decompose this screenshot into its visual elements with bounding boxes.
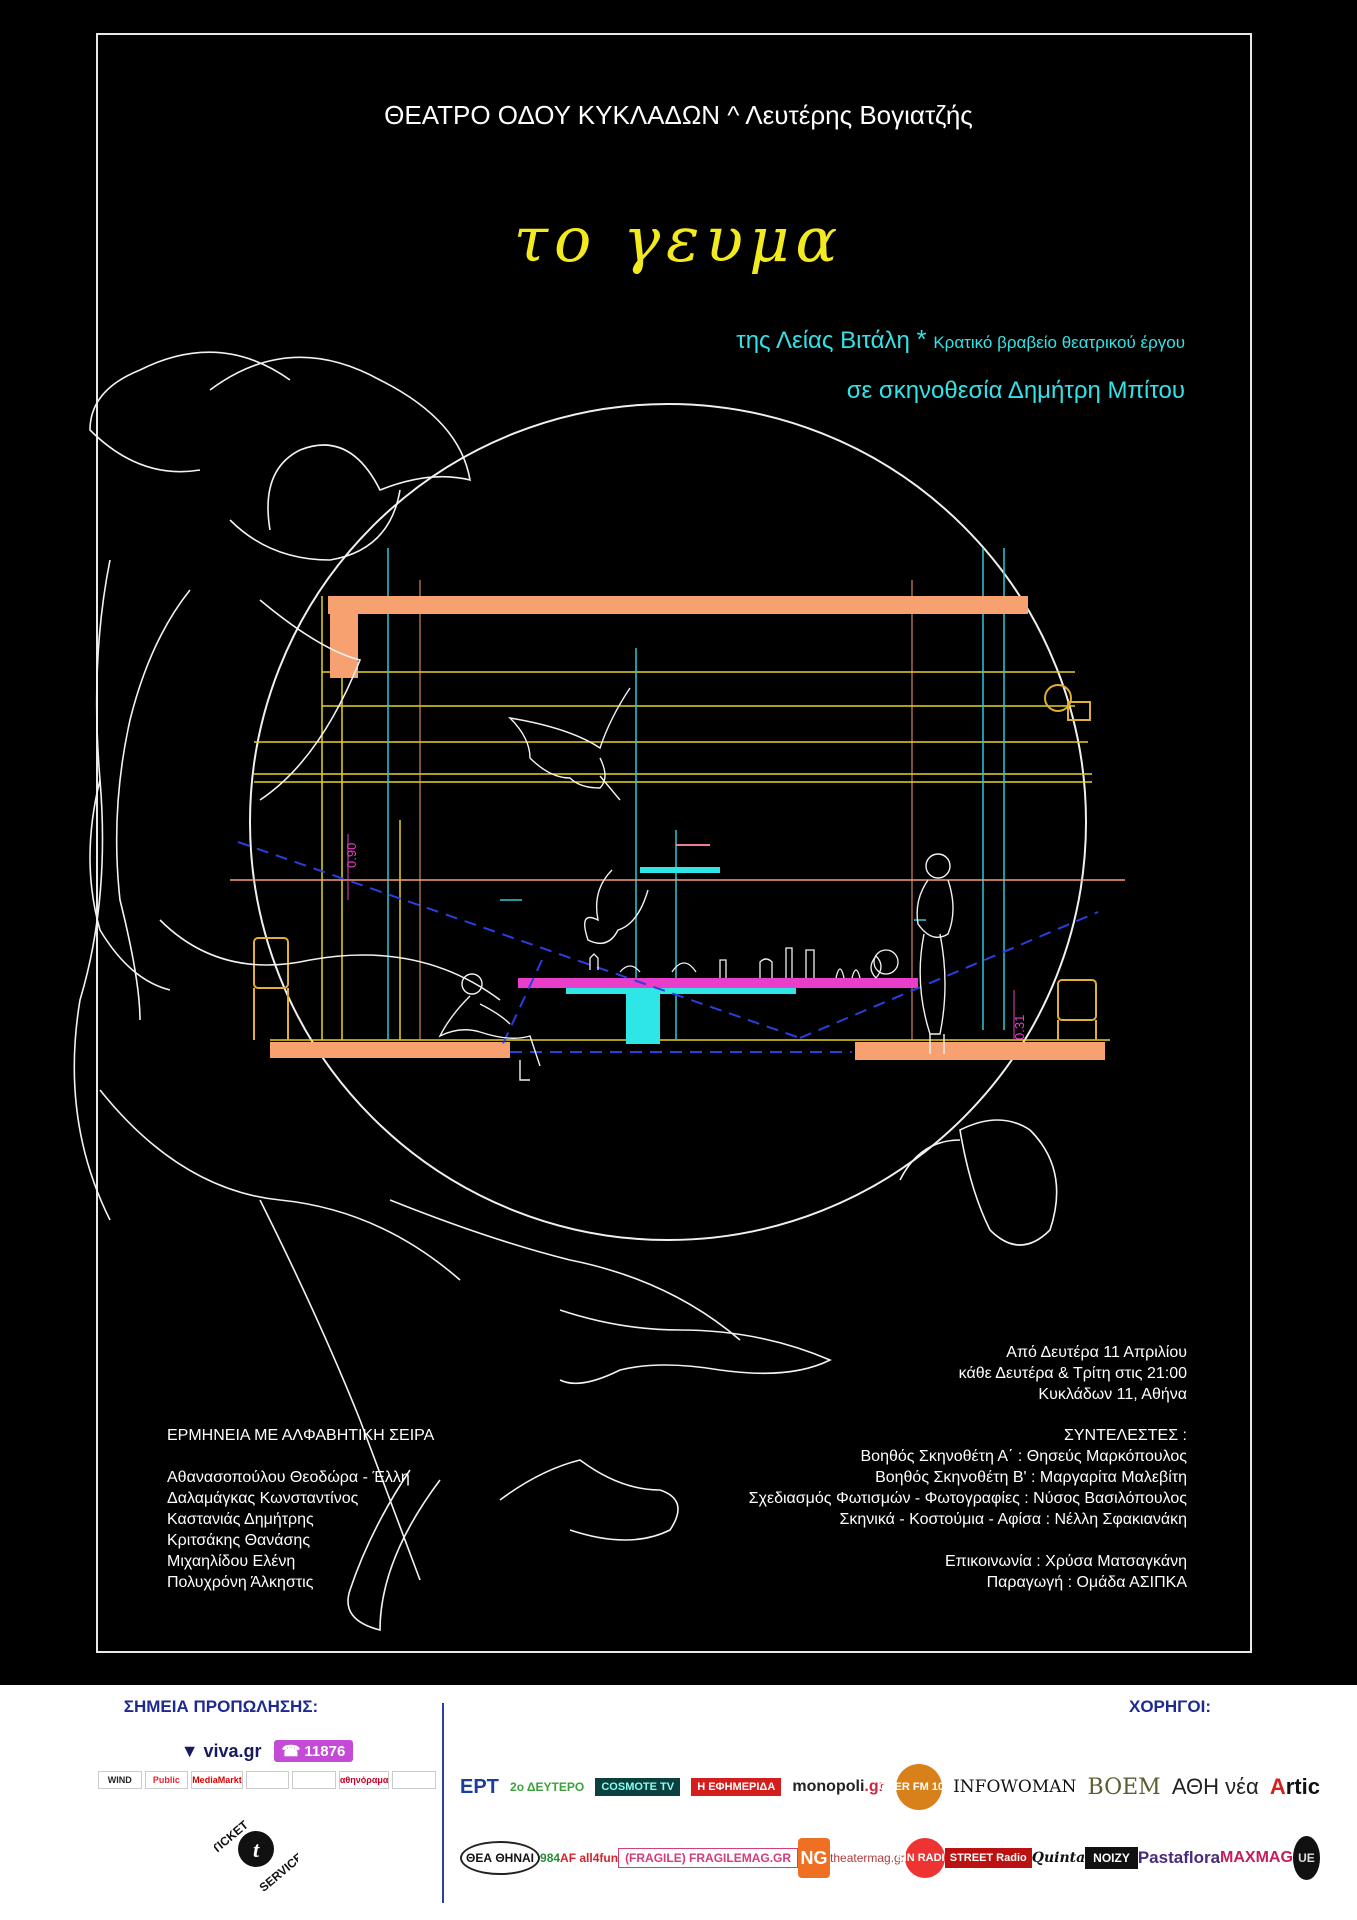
crew-line: Επικοινωνία : Χρύσα Ματσαγκάνη — [945, 1553, 1187, 1570]
footer: ΣΗΜΕΙΑ ΠΡΟΠΩΛΗΣΗΣ: ΧΟΡΗΓΟΙ: ▼ viva.gr ☎ … — [0, 1685, 1357, 1920]
stage-drawing: 0.90 0.31 — [73, 351, 1125, 1632]
sponsor-logo[interactable]: STREET Radio — [944, 1848, 1032, 1868]
schedule-line-3: Κυκλάδων 11, Αθήνα — [1038, 1386, 1187, 1403]
sponsor-logo[interactable]: NG — [798, 1838, 831, 1878]
sponsor-logo[interactable]: NOIZY — [1085, 1847, 1138, 1869]
crew-line: Σχεδιασμός Φωτισμών - Φωτογραφίες : Νύσο… — [748, 1490, 1187, 1507]
sponsor-logo[interactable]: (FRAGILE) FRAGILEMAG.GR — [618, 1848, 799, 1868]
top-beam — [328, 596, 1028, 614]
crew-line: Βοηθός Σκηνοθέτη Β' : Μαργαρίτα Μαλεβίτη — [875, 1469, 1187, 1486]
crew-line: Βοηθός Σκηνοθέτη Α΄ : Θησεύς Μαρκόπουλος — [860, 1448, 1188, 1465]
sponsor-logo[interactable]: ΘΕΑ ΘΗΝΑΙ — [460, 1841, 541, 1875]
vendor-viva[interactable]: ▼ viva.gr — [180, 1740, 262, 1761]
birds — [507, 687, 649, 944]
sponsor-logo[interactable]: INFOWOMAN — [953, 1777, 1077, 1797]
sponsor-logo[interactable]: theatermag.gr — [830, 1851, 905, 1865]
seated-man — [438, 973, 541, 1081]
stage-circle — [249, 403, 1087, 1241]
sponsors-row-2: ΘΕΑ ΘΗΝΑΙ 984 AF all4fun (FRAGILE) FRAGI… — [460, 1833, 1320, 1883]
vendor-logo[interactable]: WIND — [98, 1771, 142, 1789]
cast-member: Καστανιάς Δημήτρης — [167, 1511, 314, 1528]
theatre-name: ΘΕΑΤΡΟ ΟΔΟΥ ΚΥΚΛΑΔΩΝ ^ Λευτέρης Βογιατζή… — [384, 100, 973, 130]
sponsor-logo[interactable]: 2ο ΔΕΥΤΕΡΟ — [510, 1780, 585, 1794]
table-under — [566, 988, 796, 994]
presale-vendors: ▼ viva.gr ☎ 11876 WIND Public MediaMarkt… — [98, 1737, 437, 1789]
vendor-logo[interactable] — [392, 1771, 437, 1789]
sponsor-logo[interactable]: monopoli.gr — [792, 1778, 885, 1795]
poster: 0.90 0.31 — [73, 33, 1252, 1653]
sponsors-title: ΧΟΡΗΓΟΙ: — [1128, 1697, 1211, 1716]
figure-sketch — [73, 351, 1058, 1632]
schedule: Από Δευτέρα 11 Απριλίου κάθε Δευτέρα & Τ… — [959, 1342, 1187, 1405]
sponsor-logo[interactable]: Quinta — [1031, 1850, 1086, 1866]
vendor-logo[interactable]: MediaMarkt — [191, 1771, 243, 1789]
table-bottles — [589, 947, 899, 979]
floor-right — [855, 1042, 1105, 1060]
sponsor-logo[interactable]: Pastaflora — [1137, 1848, 1221, 1867]
cast-heading: ΕΡΜΗΝΕΙΑ ΜΕ ΑΛΦΑΒΗΤΙΚΗ ΣΕΙΡΑ — [167, 1427, 435, 1444]
lamp-bar — [640, 867, 720, 873]
perspective-lines — [237, 841, 1099, 1053]
sponsor-logo[interactable]: UE — [1292, 1836, 1320, 1880]
director-line: σε σκηνοθεσία Δημήτρη Μπίτου — [846, 377, 1185, 404]
svg-text:t: t — [253, 1837, 260, 1862]
table-top — [518, 978, 918, 988]
vendor-phone[interactable]: ☎ 11876 — [273, 1740, 354, 1762]
sponsor-logo[interactable]: 984 — [540, 1851, 561, 1865]
sponsor-logo[interactable]: ΑΘΗ νέα — [1171, 1774, 1259, 1799]
schedule-line-1: Από Δευτέρα 11 Απριλίου — [1006, 1344, 1187, 1361]
cyan-lines — [387, 548, 1005, 1040]
sponsor-logo[interactable]: MAXMAG — [1220, 1849, 1293, 1866]
dimension-right: 0.31 — [1012, 1015, 1027, 1040]
vendor-logo[interactable]: Public — [144, 1771, 189, 1789]
sponsor-logo[interactable]: COSMOTE TV — [595, 1778, 681, 1796]
crew-line: Σκηνικά - Κοστούμια - Αφίσα : Νέλλη Σφακ… — [839, 1511, 1187, 1528]
cast-member: Κριτσάκης Θανάσης — [167, 1532, 311, 1549]
schedule-line-2: κάθε Δευτέρα & Τρίτη στις 21:00 — [958, 1365, 1187, 1382]
play-title: το γευμα — [513, 203, 844, 276]
dimension-left: 0.90 — [344, 843, 359, 868]
top-beam-drop — [330, 598, 358, 678]
cast-member: Μιχαηλίδου Ελένη — [167, 1553, 296, 1570]
cast-member: Αθανασοπούλου Θεοδώρα - Έλλη — [167, 1469, 410, 1486]
sponsor-logo[interactable]: BOEM — [1087, 1774, 1161, 1800]
crew-heading: ΣΥΝΤΕΛΕΣΤΕΣ : — [1063, 1427, 1187, 1444]
vendor-logo[interactable]: αθηνόραμα — [338, 1771, 390, 1789]
sponsors-row-1: ΕΡΤ 2ο ΔΕΥΤΕΡΟ COSMOTE TV Η ΕΦΗΜΕΡΙΔΑ mo… — [460, 1764, 1320, 1810]
floor-left — [270, 1042, 510, 1058]
sponsor-logo[interactable]: OVER FM 104.9 — [879, 1764, 959, 1810]
rig-lines — [254, 596, 1110, 1041]
author-name: της Λείας Βιτάλη — [736, 327, 910, 354]
cast-list: ΕΡΜΗΝΕΙΑ ΜΕ ΑΛΦΑΒΗΤΙΚΗ ΣΕΙΡΑ Αθανασοπούλ… — [167, 1425, 434, 1593]
author-separator: * — [916, 324, 927, 354]
cast-member: Πολυχρόνη Άλκηστις — [167, 1574, 314, 1591]
cast-member: Δαλαμάγκας Κωνσταντίνος — [167, 1490, 359, 1507]
award-text: Κρατικό βραβείο θεατρικού έργου — [933, 333, 1185, 352]
crew-list: ΣΥΝΤΕΛΕΣΤΕΣ : Βοηθός Σκηνοθέτη Α΄ : Θησε… — [749, 1425, 1187, 1593]
vendor-logo[interactable] — [292, 1771, 336, 1789]
sponsor-logo[interactable]: Η ΕΦΗΜΕΡΙΔΑ — [691, 1778, 782, 1796]
footer-divider — [442, 1703, 444, 1903]
sponsor-logo[interactable]: SIN RADIO — [896, 1838, 953, 1878]
poster-frame — [96, 33, 1252, 1653]
crew-line: Παραγωγή : Ομάδα ΑΣΙΠΚΑ — [986, 1574, 1187, 1591]
sponsor-logo[interactable]: AF all4fun — [560, 1851, 619, 1865]
table-leg — [626, 988, 660, 1044]
author-line: της Λείας Βιτάλη * Κρατικό βραβείο θεατρ… — [736, 324, 1185, 355]
presale-title: ΣΗΜΕΙΑ ΠΡΟΠΩΛΗΣΗΣ: — [123, 1697, 319, 1716]
sponsor-logo[interactable]: ΕΡΤ — [460, 1775, 499, 1798]
ticket-services-logo[interactable]: t TICKET SERVICES — [214, 1807, 298, 1891]
vendor-logo[interactable] — [245, 1771, 290, 1789]
sponsor-logo[interactable]: Artic — [1269, 1774, 1320, 1799]
standing-woman — [916, 853, 954, 1054]
